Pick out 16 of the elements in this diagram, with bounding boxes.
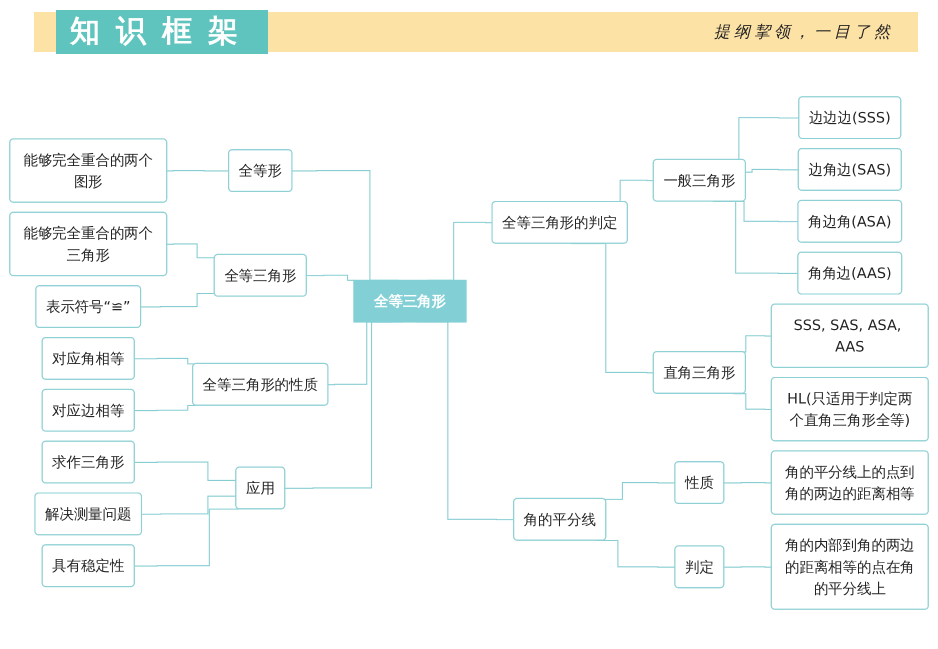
connector	[134, 404, 196, 412]
connector	[134, 508, 240, 567]
connector	[724, 482, 772, 484]
connector	[142, 496, 236, 515]
connector	[604, 482, 676, 500]
connector	[140, 292, 215, 308]
connector	[167, 170, 229, 172]
slogan-text: 提纲挈领，一目了然	[714, 22, 894, 43]
connector	[167, 243, 215, 258]
connector	[134, 462, 236, 481]
connector	[724, 566, 772, 568]
connector	[306, 274, 354, 281]
connector	[134, 358, 196, 364]
title-heading: 知识框架	[56, 10, 268, 54]
node-box: 全等三角形	[353, 280, 467, 323]
connector	[746, 168, 799, 173]
